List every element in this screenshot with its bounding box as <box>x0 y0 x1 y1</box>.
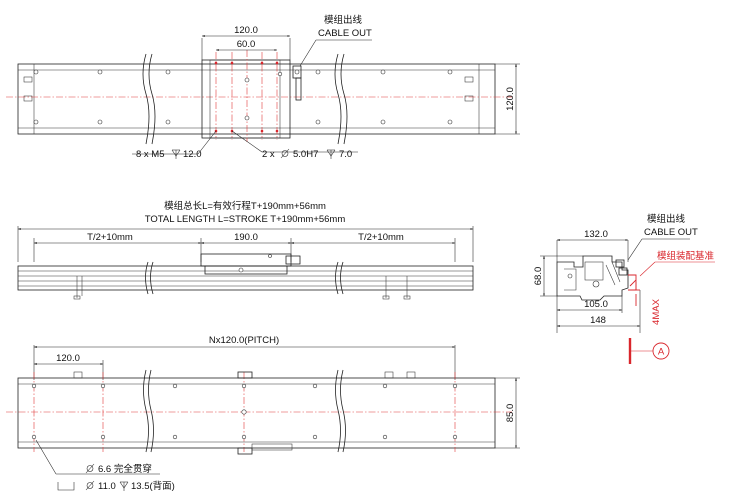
dim-center: 190.0 <box>234 232 258 243</box>
assembly-reference: 模组装配基准 <box>657 250 715 262</box>
dim-120-top: 120.0 <box>234 25 258 36</box>
callout-m5-depth: 12.0 <box>183 149 202 160</box>
dim-60: 60.0 <box>237 39 256 50</box>
dim-right: T/2+10mm <box>358 232 404 243</box>
hole-through: 6.6 完全贯穿 <box>98 463 152 475</box>
hole-cbore: 11.0 <box>98 481 116 492</box>
callout-m5: 8 x M5 <box>136 149 165 160</box>
depth-symbol-icon <box>171 149 181 159</box>
end-profile <box>556 255 629 301</box>
cable-connector-icon <box>292 65 302 101</box>
dim-85: 85.0 <box>505 404 516 423</box>
callout-pin-size: 5.0H7 <box>293 149 318 160</box>
rail-body-bottom <box>17 377 496 449</box>
break-line-icon <box>334 53 342 145</box>
dim-68: 68.0 <box>533 267 544 286</box>
depth-symbol-icon <box>326 149 336 159</box>
dim-132: 132.0 <box>584 229 608 240</box>
hole-cbore-depth: 13.5(背面) <box>131 480 175 492</box>
callout-pin-depth: 7.0 <box>339 149 352 160</box>
break-line-icon <box>142 53 150 145</box>
depth-symbol-icon <box>119 481 129 491</box>
dim-4max: 4MAX <box>651 298 662 325</box>
cable-out-cn-top: 模组出线 <box>324 14 363 26</box>
cable-out-en-end: CABLE OUT <box>644 227 698 238</box>
dim-120-right: 120.0 <box>505 87 516 111</box>
rail-body-side <box>17 265 474 291</box>
dim-120-bottom: 120.0 <box>56 353 80 364</box>
end-view: 模组出线 CABLE OUT 132.0 模组装配基准 68.0 <box>533 213 715 364</box>
pitch-label: Nx120.0(PITCH) <box>209 335 279 346</box>
dim-148: 148 <box>590 315 606 326</box>
cable-out-en-top: CABLE OUT <box>318 28 372 39</box>
dim-105: 105.0 <box>584 299 608 310</box>
fasteners-side <box>73 276 411 300</box>
total-length-cn: 模组总长L=有效行程T+190mm+56mm <box>164 200 326 212</box>
datum-circle-icon: A <box>652 342 670 360</box>
cable-connector-icon <box>615 259 628 276</box>
diameter-symbol-icon <box>85 480 95 491</box>
counterbore-symbol-icon <box>57 482 75 491</box>
mounting-holes-bottom <box>31 383 458 440</box>
dim-left: T/2+10mm <box>87 232 133 243</box>
diameter-symbol-icon <box>85 463 95 474</box>
rail-body-top <box>17 63 496 135</box>
callout-pin: 2 x <box>262 149 275 160</box>
cable-out-cn-end: 模组出线 <box>647 213 686 225</box>
side-view: 模组总长L=有效行程T+190mm+56mm TOTAL LENGTH L=ST… <box>17 200 474 300</box>
diameter-symbol-icon <box>280 148 290 159</box>
carriage-side <box>200 253 292 267</box>
top-view: 120.0 60.0 120.0 模组出线 CABLE OUT 8 x M5 1… <box>6 14 520 160</box>
bottom-view: Nx120.0(PITCH) 120.0 <box>6 335 520 492</box>
datum-label: A <box>658 347 665 358</box>
rail-holes-top <box>33 69 453 125</box>
total-length-en: TOTAL LENGTH L=STROKE T+190mm+56mm <box>145 214 346 225</box>
